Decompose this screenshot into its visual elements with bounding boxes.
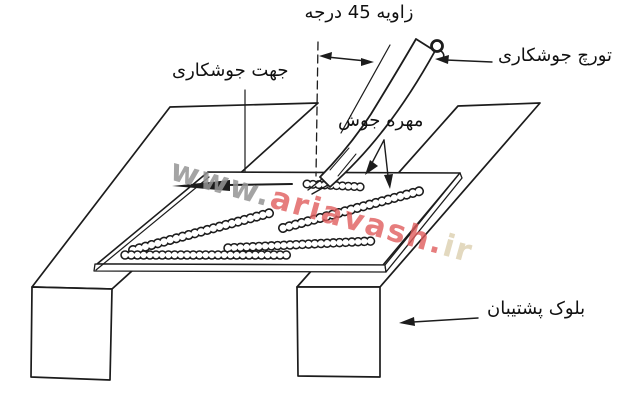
block-label-arrow — [399, 317, 479, 326]
angle-dashed-line — [315, 41, 319, 177]
support-block-left — [30, 102, 319, 381]
torch-label-arrow — [435, 55, 493, 64]
label-welding-torch: تورچ جوشکاری — [498, 45, 613, 66]
bead-label-arrows — [365, 139, 393, 189]
welding-direction-arrow — [172, 180, 293, 191]
weld-bead — [128, 208, 275, 255]
weld-bead — [278, 186, 425, 233]
weld-bead — [223, 236, 378, 253]
weld-bead — [302, 179, 368, 192]
angle-reference-line — [340, 44, 391, 134]
weld-beads — [120, 179, 425, 260]
label-backing-block: بلوک پشتیبان — [487, 298, 586, 319]
label-welding-direction: جهت جوشکاری — [172, 60, 289, 81]
label-angle-45: زاویه 45 درجه — [304, 2, 414, 23]
torch-cable-loop-icon — [430, 39, 444, 53]
label-weld-bead: مهره جوش — [338, 110, 424, 131]
angle-double-arrow — [319, 52, 374, 66]
welding-torch-drawing — [307, 38, 445, 195]
